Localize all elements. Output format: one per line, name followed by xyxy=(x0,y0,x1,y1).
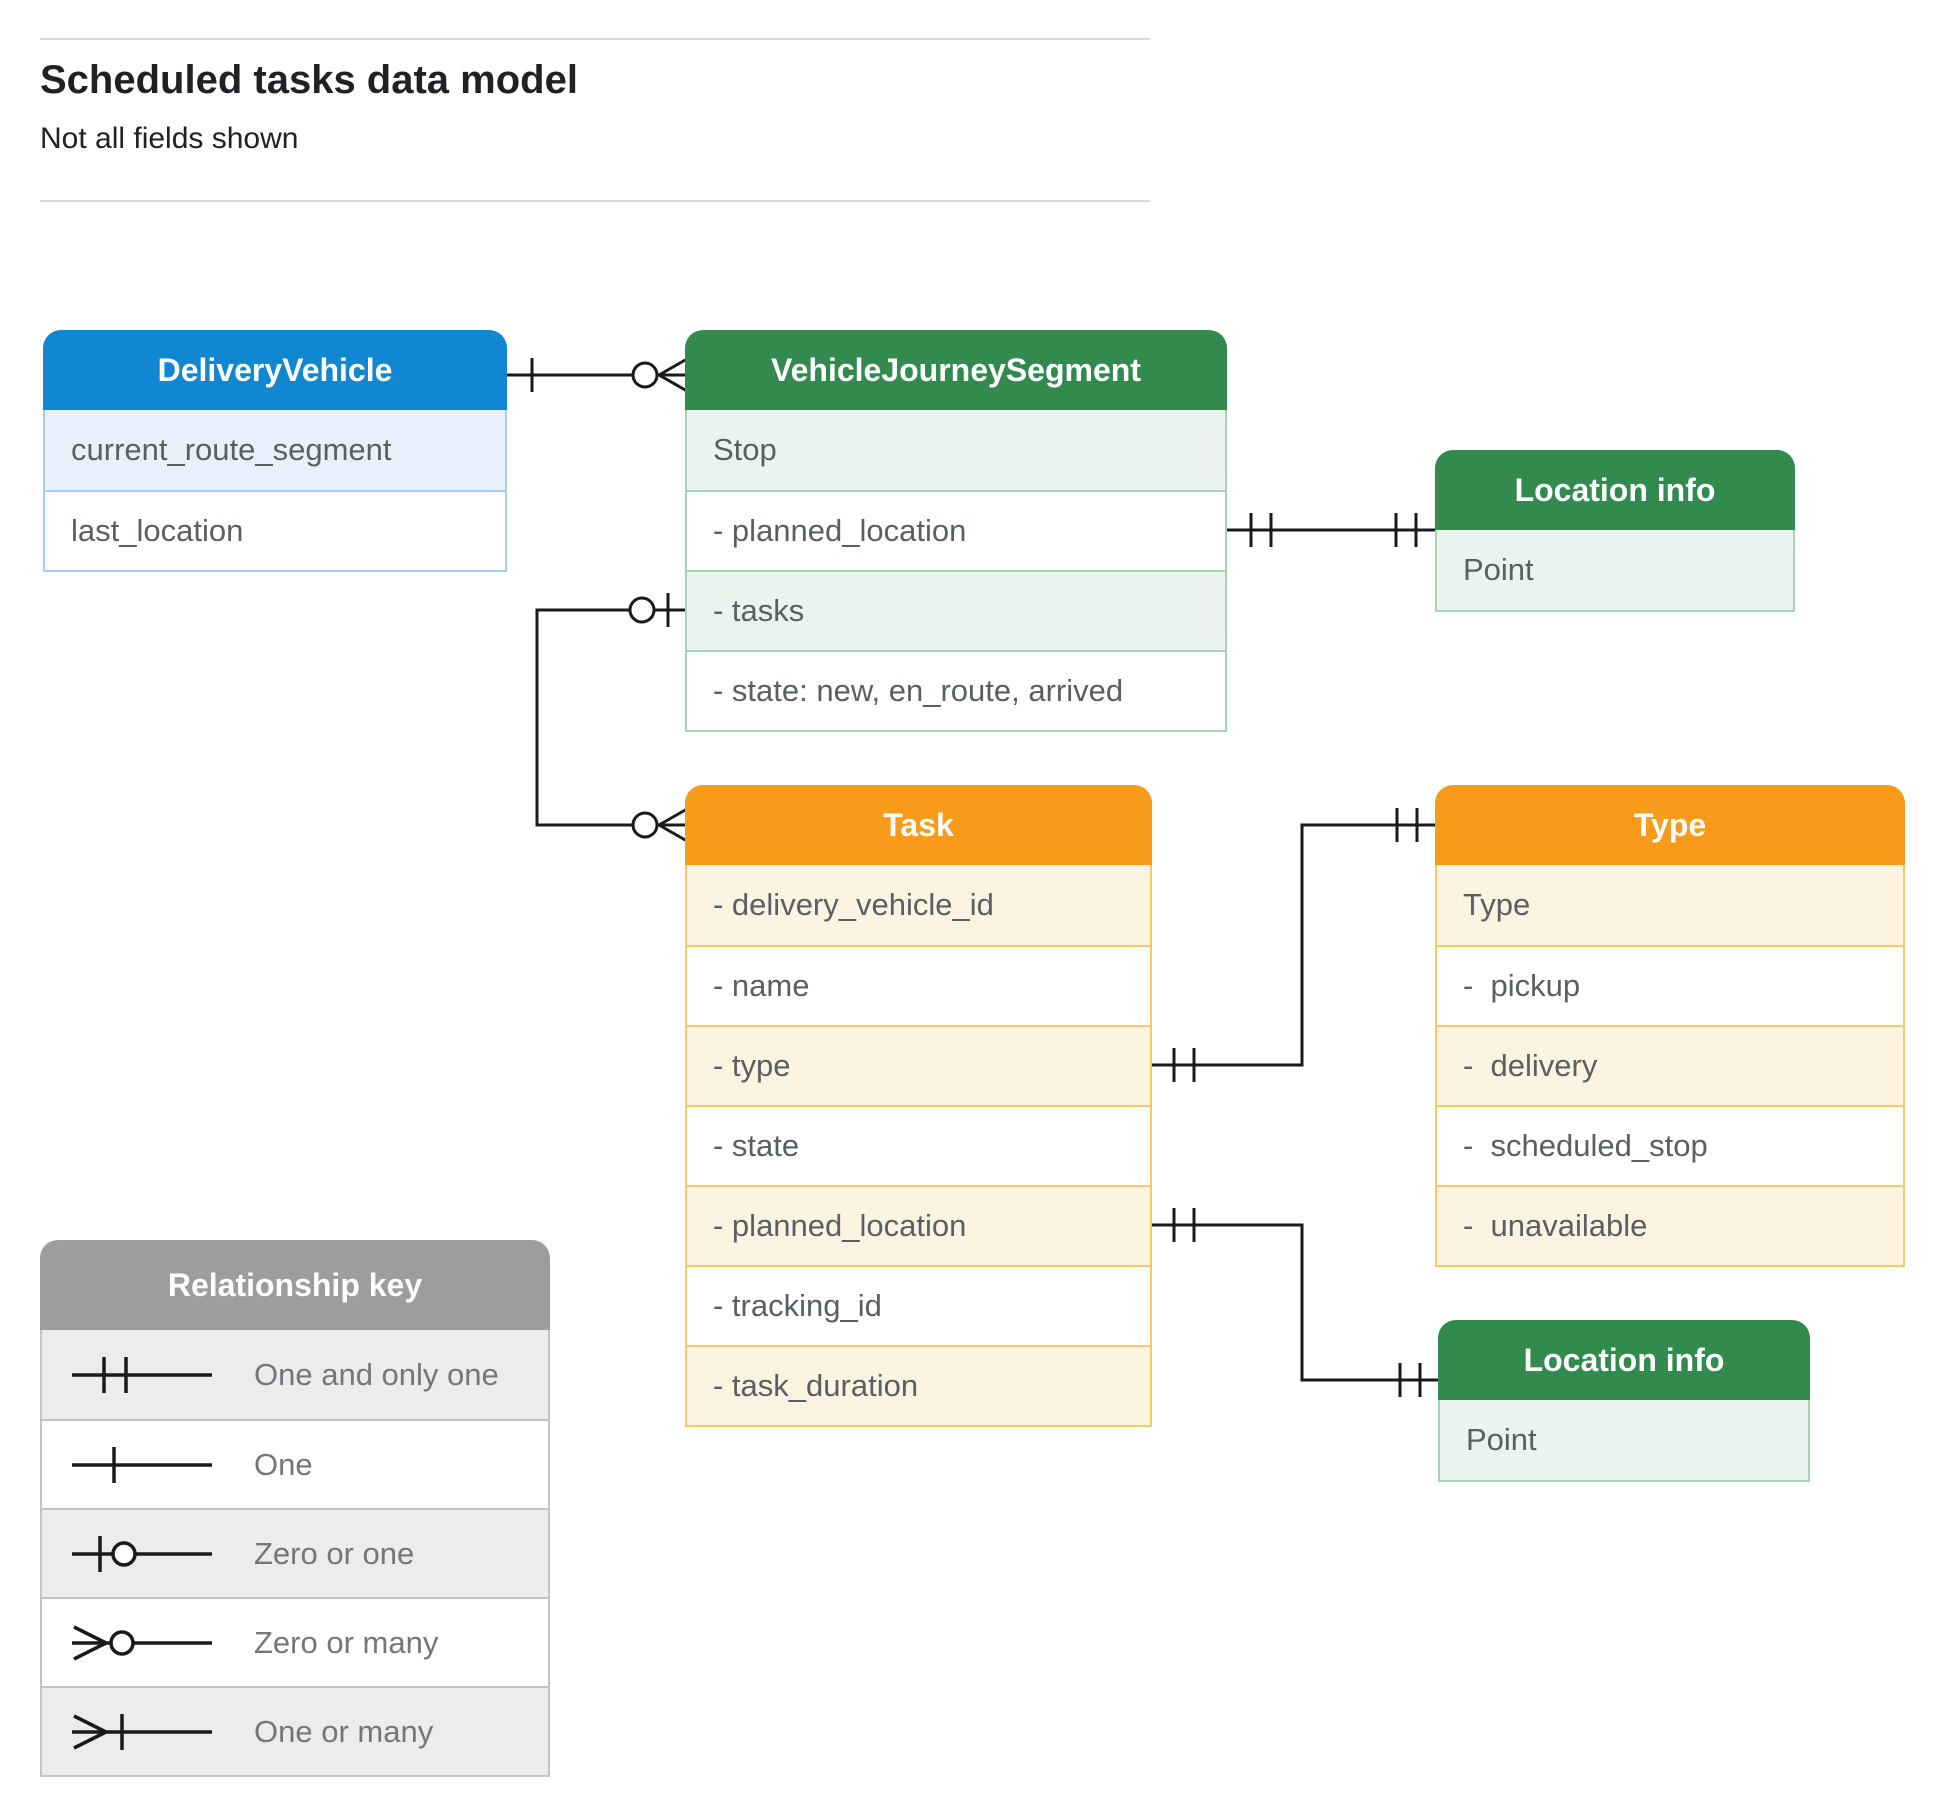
one-and-only-one-symbol xyxy=(72,1356,212,1393)
one-or-many-symbol xyxy=(72,1713,212,1750)
field-pickup: - pickup xyxy=(1437,945,1903,1025)
field-unavailable: - unavailable xyxy=(1437,1185,1903,1265)
field-stop: Stop xyxy=(687,410,1225,490)
one-symbol xyxy=(72,1446,212,1483)
entity-vehiclejourneysegment: VehicleJourneySegment Stop - planned_loc… xyxy=(685,330,1227,732)
zero-or-many-symbol xyxy=(72,1624,212,1661)
field-state: - state: new, en_route, arrived xyxy=(687,650,1225,730)
entity-locationinfo-top: Location info Point xyxy=(1435,450,1795,612)
top-rule xyxy=(40,38,1150,40)
page-subtitle: Not all fields shown xyxy=(40,122,299,155)
entity-deliveryvehicle: DeliveryVehicle current_route_segment la… xyxy=(43,330,507,572)
connector-deliveryvehicle-vehiclejourneysegment xyxy=(507,357,688,393)
entity-vehiclejourneysegment-title: VehicleJourneySegment xyxy=(685,330,1227,410)
connector-plannedlocation-locationinfo-top xyxy=(1227,513,1435,547)
field-type: - type xyxy=(687,1025,1150,1105)
field-task-planned-location: - planned_location xyxy=(687,1185,1150,1265)
legend-item-one-and-only-one: One and only one xyxy=(42,1330,548,1419)
connector-taskplannedlocation-locationinfo-bottom xyxy=(1152,1208,1438,1397)
legend-label: One or many xyxy=(254,1713,434,1749)
field-tracking-id: - tracking_id xyxy=(687,1265,1150,1345)
field-planned-location: - planned_location xyxy=(687,490,1225,570)
field-delivery: - delivery xyxy=(1437,1025,1903,1105)
legend-item-zero-or-many: Zero or many xyxy=(42,1597,548,1686)
legend-label: One and only one xyxy=(254,1356,499,1392)
field-last-location: last_location xyxy=(45,490,505,570)
legend-label: Zero or one xyxy=(254,1535,415,1571)
field-name: - name xyxy=(687,945,1150,1025)
connector-tasks-task xyxy=(535,593,688,843)
legend-item-zero-or-one: Zero or one xyxy=(42,1508,548,1597)
legend-item-one: One xyxy=(42,1419,548,1508)
entity-type: Type Type - pickup - delivery - schedule… xyxy=(1435,785,1905,1267)
bottom-rule xyxy=(40,200,1150,202)
relationship-key-title: Relationship key xyxy=(40,1240,550,1330)
legend-item-one-or-many: One or many xyxy=(42,1686,548,1775)
entity-task: Task - delivery_vehicle_id - name - type… xyxy=(685,785,1152,1427)
field-scheduled-stop: - scheduled_stop xyxy=(1437,1105,1903,1185)
page-title: Scheduled tasks data model xyxy=(40,58,578,102)
field-point-top: Point xyxy=(1437,530,1793,610)
zero-or-one-symbol xyxy=(72,1535,212,1572)
connector-tasktype-type xyxy=(1152,808,1435,1082)
field-delivery-vehicle-id: - delivery_vehicle_id xyxy=(687,865,1150,945)
entity-locationinfo-bottom-title: Location info xyxy=(1438,1320,1810,1400)
entity-locationinfo-bottom: Location info Point xyxy=(1438,1320,1810,1482)
field-point-bottom: Point xyxy=(1440,1400,1808,1480)
legend-label: Zero or many xyxy=(254,1624,439,1660)
field-task-duration: - task_duration xyxy=(687,1345,1150,1425)
field-task-state: - state xyxy=(687,1105,1150,1185)
field-current-route-segment: current_route_segment xyxy=(45,410,505,490)
entity-task-title: Task xyxy=(685,785,1152,865)
legend-label: One xyxy=(254,1446,313,1482)
entity-type-title: Type xyxy=(1435,785,1905,865)
entity-deliveryvehicle-title: DeliveryVehicle xyxy=(43,330,507,410)
relationship-key: Relationship key One and only one One xyxy=(40,1240,550,1777)
field-tasks: - tasks xyxy=(687,570,1225,650)
field-type-name: Type xyxy=(1437,865,1903,945)
entity-locationinfo-top-title: Location info xyxy=(1435,450,1795,530)
